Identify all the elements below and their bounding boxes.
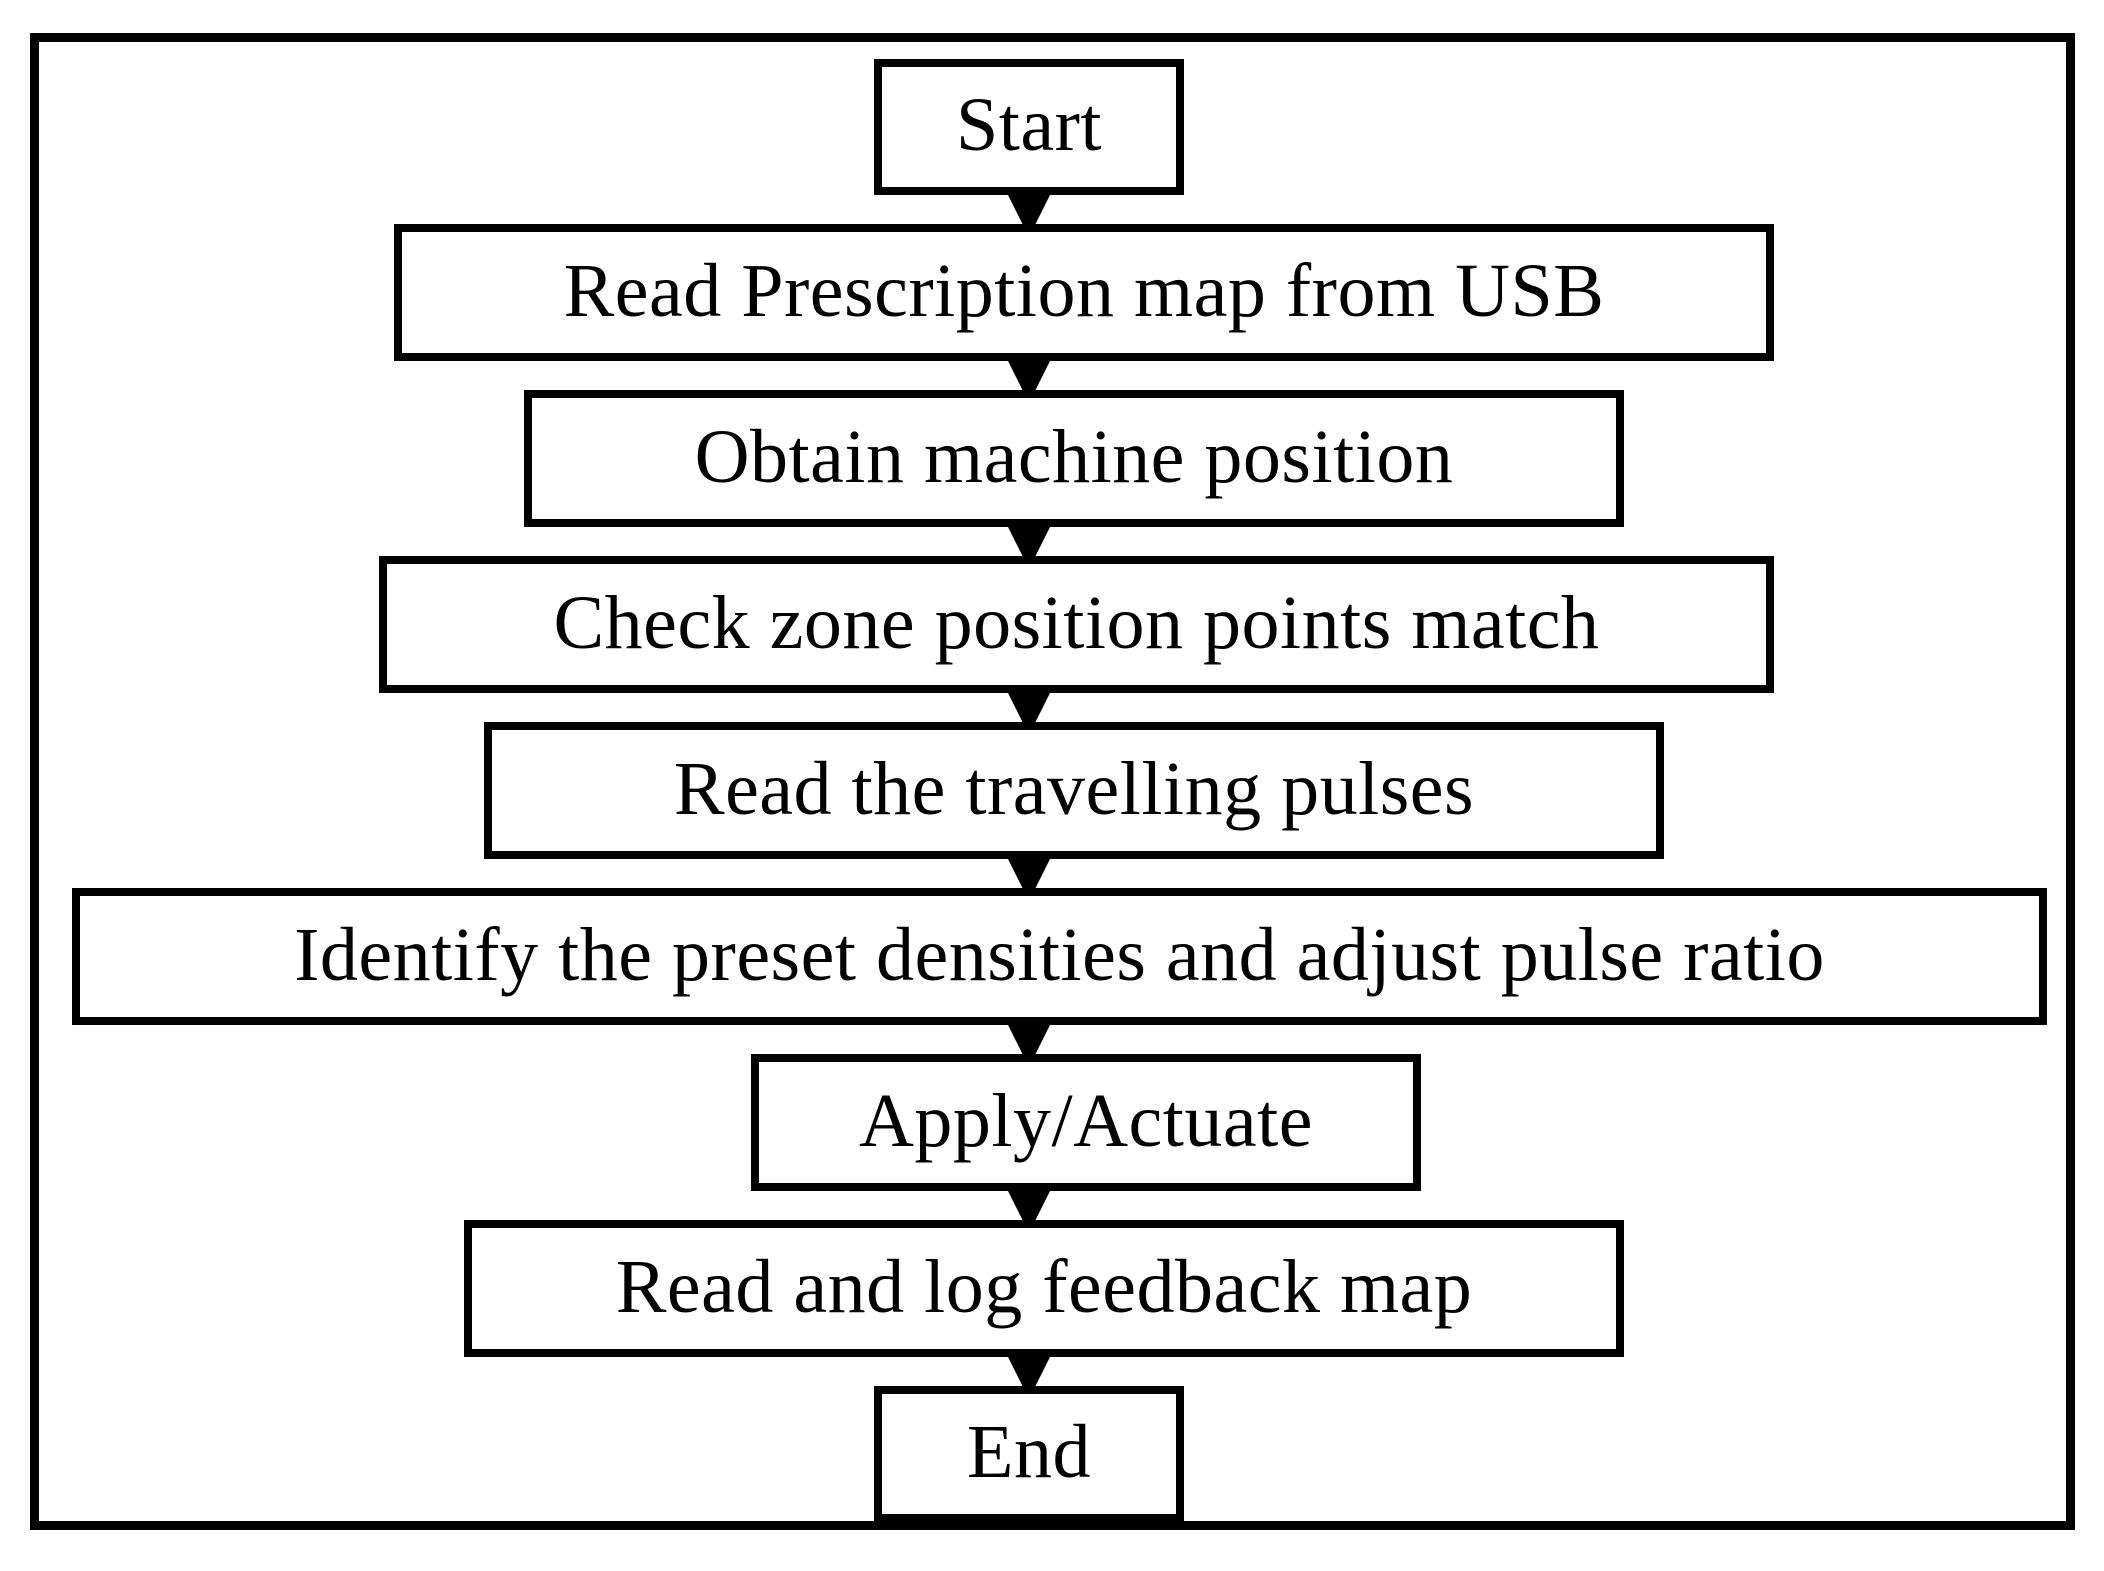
flow-node-densities-label: Identify the preset densities and adjust… [294,912,1825,997]
flow-node-actuate-label: Apply/Actuate [859,1078,1313,1163]
flow-node-pulses-label: Read the travelling pulses [673,746,1475,831]
flow-node-end[interactable]: End [874,1386,1184,1522]
flow-node-position[interactable]: Obtain machine position [524,390,1624,527]
flow-node-pulses[interactable]: Read the travelling pulses [484,722,1664,859]
diagram-frame: Start Read Prescription map from USB Obt… [30,33,2075,1530]
flow-node-position-label: Obtain machine position [694,414,1454,499]
flow-node-read-usb-label: Read Prescription map from USB [563,248,1605,333]
flow-node-feedback[interactable]: Read and log feedback map [464,1220,1624,1357]
flow-node-start-label: Start [955,83,1103,167]
flow-node-start[interactable]: Start [874,59,1184,195]
flow-node-zone-check[interactable]: Check zone position points match [379,556,1774,693]
flow-node-actuate[interactable]: Apply/Actuate [751,1054,1421,1191]
flow-node-end-label: End [967,1410,1091,1494]
flow-node-densities[interactable]: Identify the preset densities and adjust… [72,888,2047,1025]
flow-node-read-usb[interactable]: Read Prescription map from USB [394,224,1774,361]
flow-node-zone-check-label: Check zone position points match [553,580,1600,665]
flow-node-feedback-label: Read and log feedback map [615,1244,1473,1329]
